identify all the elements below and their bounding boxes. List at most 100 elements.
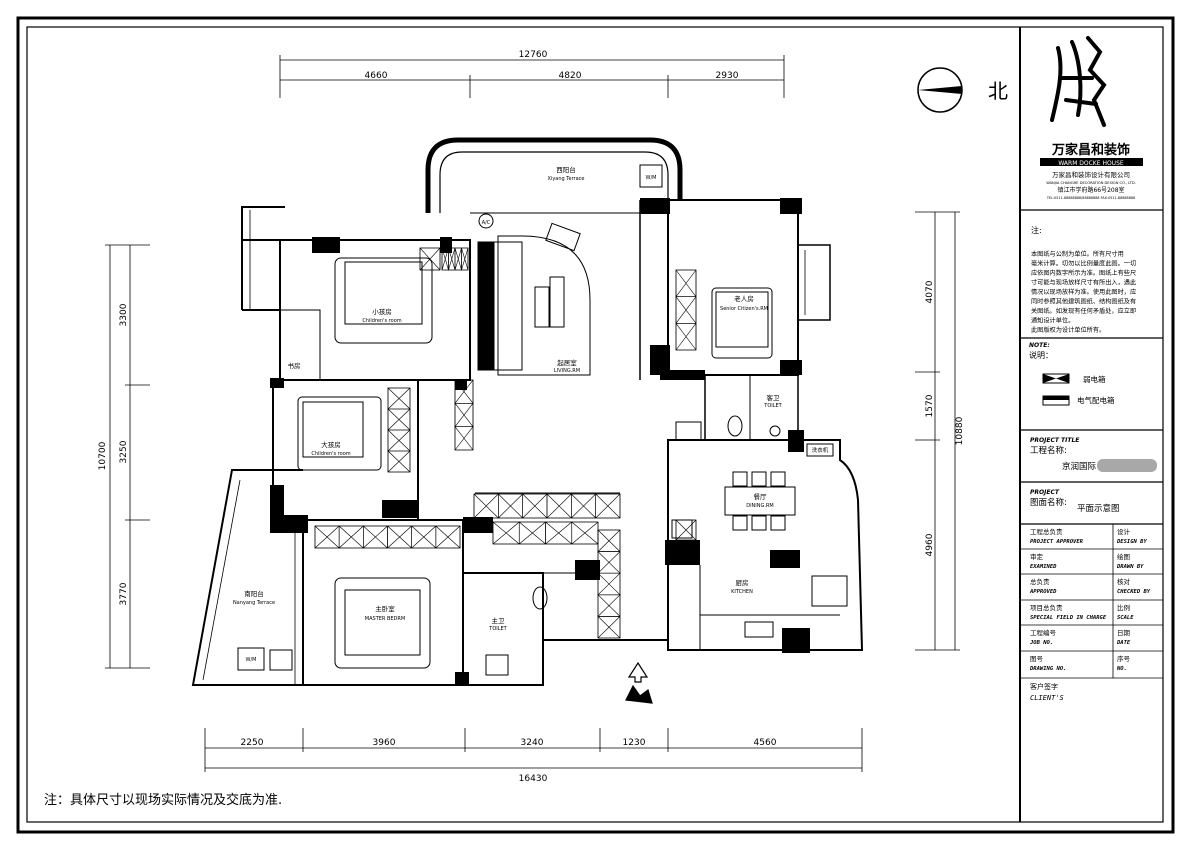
dim-left-2: 3250 (119, 440, 129, 463)
label-living-en: LIVING.RM (554, 368, 580, 374)
walls (191, 137, 864, 686)
label-living-cn: 起居室 (557, 358, 577, 367)
label-large-child-cn: 大孩房 (321, 440, 341, 449)
redacted-block (1097, 459, 1157, 472)
label-kitchen-cn: 厨房 (736, 578, 749, 587)
dim-bottom-3: 3240 (521, 738, 544, 748)
north-label: 北 (988, 79, 1008, 103)
fixtures (237, 164, 848, 676)
dim-top-1: 4660 (365, 71, 388, 81)
notes-line: 同时参照其他建筑图纸、结构图纸及有 (1031, 298, 1136, 306)
notes-body: 本图纸与公制为单位。所有尺寸用毫米计算。切勿以比例量度此图。一切应依图内数字所示… (1031, 250, 1136, 334)
label-senior-en: Senior Citizen's.RM (720, 306, 768, 312)
label-large-child-en: Children's room (311, 451, 350, 457)
dimension-top (279, 55, 785, 98)
dimension-right (915, 211, 960, 651)
notes-line: 寸可能与现场放样尺寸有所出入，遇此 (1031, 279, 1136, 287)
label-kitchen-en: KITCHEN (731, 589, 753, 595)
dim-bottom-1: 2250 (241, 738, 264, 748)
cabinet-hatch (454, 426, 474, 451)
label-west-terrace-cn: 西阳台 (556, 165, 576, 174)
cabinet-hatch (675, 539, 697, 561)
dining-table (724, 471, 796, 531)
legend-power: 电气配电箱 (1077, 395, 1115, 405)
notes-line: 情况以现场放样为准。使用此图时，应 (1031, 288, 1136, 296)
title-row-left-en: SPECIAL FIELD IN CHARGE (1030, 615, 1107, 621)
cabinet-hatch (387, 450, 411, 473)
company-address: 镇江市学府路66号208室 (1057, 186, 1124, 194)
company-brand: 万家昌和装饰 (1051, 142, 1130, 158)
notes-line: 本图纸与公制为单位。所有尺寸用 (1031, 250, 1124, 258)
title-row-left-cn: 工程编号 (1030, 628, 1057, 637)
project-title-en: PROJECT TITLE (1030, 437, 1080, 444)
project-title-cn: 工程名称: (1030, 445, 1067, 456)
client-cn: 客户签字 (1030, 682, 1058, 691)
label-south-terrace-cn: 南阳台 (244, 589, 264, 598)
dim-bottom-total: 16430 (519, 774, 548, 784)
dim-right-3: 4960 (925, 533, 935, 556)
title-row-right-cn: 绘图 (1117, 552, 1130, 561)
title-row-left-en: APPROVED (1029, 589, 1057, 595)
notes-line: 关图纸。如发现有任何矛盾处，应立即 (1031, 307, 1136, 315)
label-master-toilet-en: TOILET (488, 626, 507, 632)
label-master-toilet-cn: 主卫 (492, 616, 506, 625)
label-senior-cn: 老人房 (734, 294, 754, 303)
dim-top-3: 2930 (716, 71, 739, 81)
title-row-right-en: DESIGN BY (1116, 539, 1147, 545)
label-master-en: MASTER BEDRM (365, 616, 405, 622)
weak-current-box-icon (1042, 373, 1070, 384)
dim-right-total: 10880 (955, 416, 965, 445)
title-row-right-cn: 序号 (1117, 654, 1131, 663)
structural-columns (270, 198, 810, 686)
label-master-cn: 主卧室 (375, 604, 395, 613)
room-labels: 西阳台 Xiyang Terrace 小孩房 Children's room 书… (233, 165, 829, 663)
beds (297, 257, 773, 669)
label-dining-en: DINING.RM (746, 503, 774, 509)
sofa (477, 235, 591, 376)
project-label-en: PROJECT (1030, 489, 1060, 496)
label-guest-toilet-cn: 客卫 (767, 393, 781, 402)
cabinet-hatch (461, 247, 469, 271)
title-row-right-cn: 核对 (1117, 577, 1131, 586)
cabinet-hatch (597, 616, 621, 639)
title-row-left-en: EXAMINED (1030, 564, 1057, 570)
living-furniture (534, 222, 581, 328)
legend-note: NOTE: (1029, 342, 1050, 349)
title-row-right-cn: 日期 (1117, 629, 1131, 637)
company-logo-icon (1050, 36, 1107, 127)
title-row-left-cn: 审定 (1030, 552, 1044, 561)
title-row-left-cn: 总负责 (1030, 577, 1050, 586)
title-row-right-cn: 设计 (1117, 527, 1131, 536)
dim-right-2: 1570 (925, 394, 935, 417)
notes-line: 此图版权为设计单位所有。 (1031, 326, 1105, 334)
company-tel: TEL:0511-88888888/88888888 FAX:0511-8888… (1046, 196, 1135, 200)
dim-left-3: 3770 (119, 582, 129, 605)
cabinet-hatch (675, 323, 697, 351)
dim-bottom-5: 4560 (754, 738, 777, 748)
title-row-right-en: SCALE (1117, 615, 1134, 621)
dim-left-1: 3300 (119, 303, 129, 326)
notes-line: 通知设计单位。 (1031, 317, 1074, 325)
label-ac: A/C (482, 220, 491, 226)
bottom-note: 注：具体尺寸以现场实际情况及交底为准. (44, 792, 282, 808)
sheet-inner-border (26, 26, 1164, 823)
label-small-child-cn: 小孩房 (372, 307, 392, 316)
dimension-bottom (204, 728, 863, 772)
label-dining-cn: 餐厅 (754, 492, 768, 501)
label-west-terrace-en: Xiyang Terrace (548, 176, 585, 182)
dim-right-1: 4070 (925, 280, 935, 303)
legend-weak-current: 弱电箱 (1083, 374, 1106, 384)
title-row-left-en: PROJECT APPROVER (1030, 539, 1084, 545)
cabinet-hatch (595, 493, 621, 519)
dim-bottom-4: 1230 (623, 738, 646, 748)
north-arrow-icon (917, 67, 963, 113)
title-row-right-en: DATE (1116, 640, 1131, 646)
label-south-terrace-en: Nanyang Terrace (233, 600, 275, 606)
client-en: CLIENT'S (1030, 694, 1064, 702)
title-row-right-en: CHECKED BY (1117, 589, 1151, 595)
cabinets (314, 247, 697, 639)
project-name: 京润国际 (1062, 461, 1097, 472)
notes-line: 毫米计算。切勿以比例量度此图。一切 (1031, 260, 1136, 268)
